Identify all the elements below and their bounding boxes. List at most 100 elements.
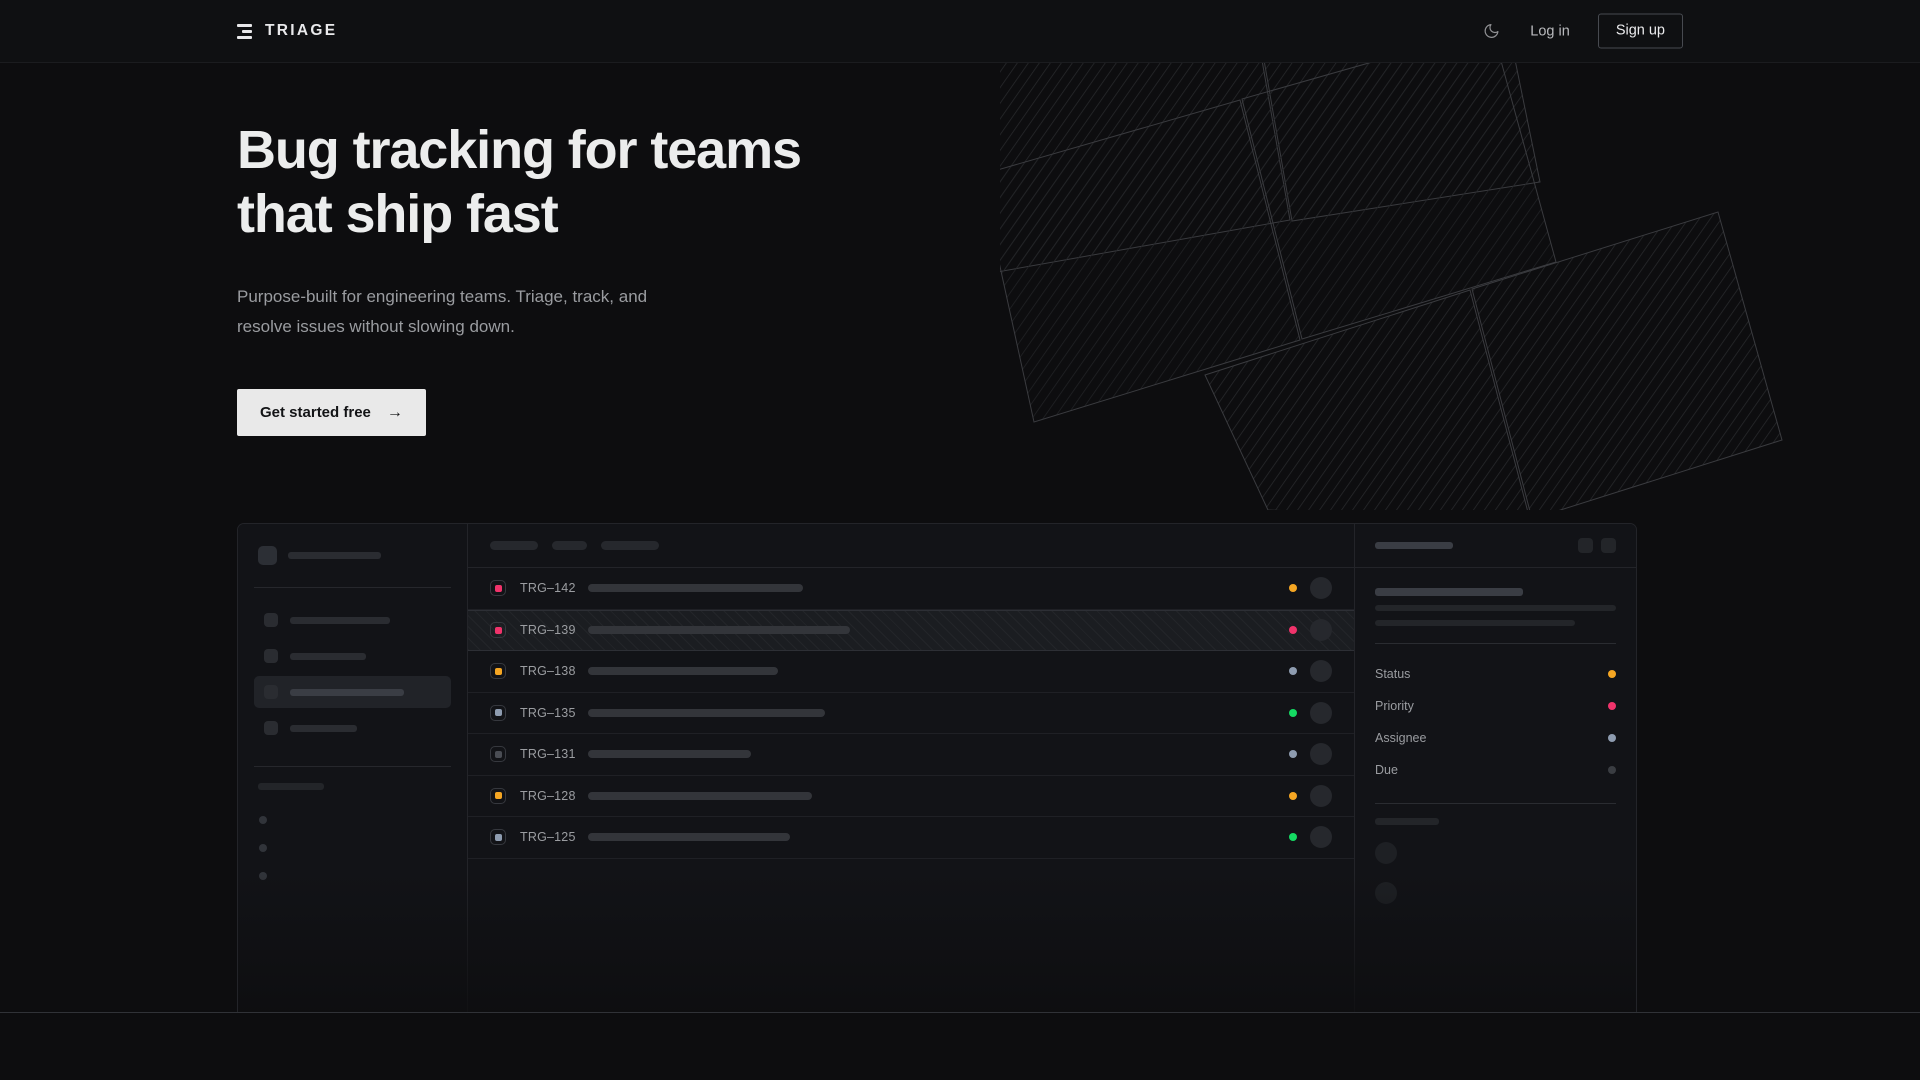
hero-subtitle: Purpose-built for engineering teams. Tri… [237, 287, 648, 336]
workspace-name-skeleton [288, 552, 381, 559]
issue-title-skeleton [588, 667, 778, 676]
hero-section: Bug tracking for teams that ship fast Pu… [237, 118, 802, 436]
issue-title-skeleton [588, 626, 850, 635]
sidebar-project-item-1[interactable] [254, 806, 451, 834]
priority-badge-icon [490, 663, 506, 680]
meta-row-status[interactable]: Status [1375, 658, 1616, 690]
issue-row-meta [1289, 619, 1354, 642]
get-started-button[interactable]: Get started free → [237, 389, 426, 436]
detail-divider-2 [1375, 803, 1616, 804]
issue-title-skeleton [588, 833, 790, 842]
detail-skeleton-1 [1375, 588, 1616, 596]
detail-action-2-button[interactable] [1601, 538, 1616, 553]
issue-row[interactable]: TRG–131 [468, 734, 1354, 776]
hero-decoration-graphic [1000, 40, 1920, 510]
login-link[interactable]: Log in [1530, 23, 1570, 39]
toolbar-chip-1[interactable] [490, 541, 538, 550]
sidebar-project-list [254, 806, 451, 890]
signup-button[interactable]: Sign up [1597, 13, 1683, 49]
nav-item-icon [264, 649, 278, 663]
issue-key: TRG–142 [520, 581, 576, 596]
page-bottom-rule [0, 1012, 1920, 1013]
issue-title-skeleton [588, 584, 803, 593]
workspace-avatar-icon [258, 546, 277, 565]
avatar[interactable] [1310, 619, 1332, 642]
comment-2 [1375, 873, 1616, 913]
issue-row-meta [1289, 826, 1354, 849]
header-actions: Log in Sign up [1480, 13, 1683, 49]
meta-label: Status [1375, 667, 1411, 681]
avatar[interactable] [1310, 784, 1332, 807]
site-header: TRIAGE Log in Sign up [0, 0, 1920, 63]
skeleton-bar [1375, 620, 1575, 626]
issue-row[interactable]: TRG–139 [468, 609, 1354, 651]
meta-row-priority[interactable]: Priority [1375, 690, 1616, 722]
issue-row[interactable]: TRG–128 [468, 776, 1354, 817]
detail-title-skeleton [1375, 542, 1453, 549]
meta-value-dot-icon [1608, 766, 1616, 774]
avatar[interactable] [1310, 826, 1332, 849]
nav-item-icon [264, 613, 278, 627]
status-dot-icon [1289, 750, 1297, 759]
issue-row-meta [1289, 660, 1354, 683]
issue-key: TRG–139 [520, 623, 576, 638]
avatar[interactable] [1310, 743, 1332, 766]
meta-label: Assignee [1375, 731, 1427, 745]
detail-header-buttons [1578, 538, 1616, 553]
avatar[interactable] [1310, 701, 1332, 724]
issue-row-meta [1289, 701, 1354, 724]
meta-value-dot-icon [1608, 670, 1616, 678]
priority-badge-icon [490, 829, 506, 846]
detail-action-1-button[interactable] [1578, 538, 1593, 553]
comments-list [1375, 833, 1616, 913]
sidebar-item-inbox[interactable] [254, 604, 451, 636]
nav-item-label-skeleton [290, 724, 357, 732]
issue-row[interactable]: TRG–142 [468, 568, 1354, 610]
priority-badge-icon [490, 580, 506, 597]
issue-row[interactable]: TRG–135 [468, 693, 1354, 734]
meta-row-assignee[interactable]: Assignee [1375, 722, 1616, 754]
priority-badge-icon [490, 746, 506, 763]
nav-item-icon [264, 685, 278, 699]
detail-divider-1 [1375, 643, 1616, 644]
meta-row-due[interactable]: Due [1375, 754, 1616, 786]
issue-key: TRG–138 [520, 664, 576, 679]
project-dot-icon [259, 816, 267, 824]
sidebar-item-triage[interactable] [254, 676, 451, 708]
stacked-bars-logo-icon [237, 23, 252, 39]
avatar[interactable] [1310, 660, 1332, 683]
detail-skeleton-3 [1375, 620, 1616, 626]
skeleton-bar [1375, 588, 1523, 596]
issue-row[interactable]: TRG–138 [468, 651, 1354, 693]
sidebar-divider-bottom [254, 766, 451, 767]
issue-row-meta [1289, 784, 1354, 807]
sidebar-project-item-2[interactable] [254, 834, 451, 862]
brand-logo[interactable]: TRIAGE [237, 22, 337, 40]
meta-label: Due [1375, 763, 1398, 777]
detail-header [1355, 524, 1636, 568]
status-dot-icon [1289, 791, 1297, 800]
workspace-switcher[interactable] [254, 544, 451, 565]
issue-title-skeleton [588, 708, 825, 717]
toolbar-chip-2[interactable] [552, 541, 587, 550]
sidebar-item-backlog[interactable] [254, 712, 451, 744]
issue-row[interactable]: TRG–125 [468, 817, 1354, 859]
sidebar-project-item-3[interactable] [254, 862, 451, 890]
moon-icon[interactable] [1480, 20, 1502, 42]
toolbar-chip-3[interactable] [601, 541, 659, 550]
sidebar-nav [254, 604, 451, 744]
issue-row-meta [1289, 743, 1354, 766]
meta-label: Priority [1375, 699, 1414, 713]
sidebar-section-label [258, 783, 324, 790]
issue-key: TRG–125 [520, 830, 576, 845]
avatar[interactable] [1310, 577, 1332, 600]
priority-badge-icon [490, 704, 506, 721]
brand-name: TRIAGE [265, 22, 338, 39]
cta-label: Get started free [260, 404, 371, 421]
sidebar-item-issues[interactable] [254, 640, 451, 672]
status-dot-icon [1289, 708, 1297, 717]
